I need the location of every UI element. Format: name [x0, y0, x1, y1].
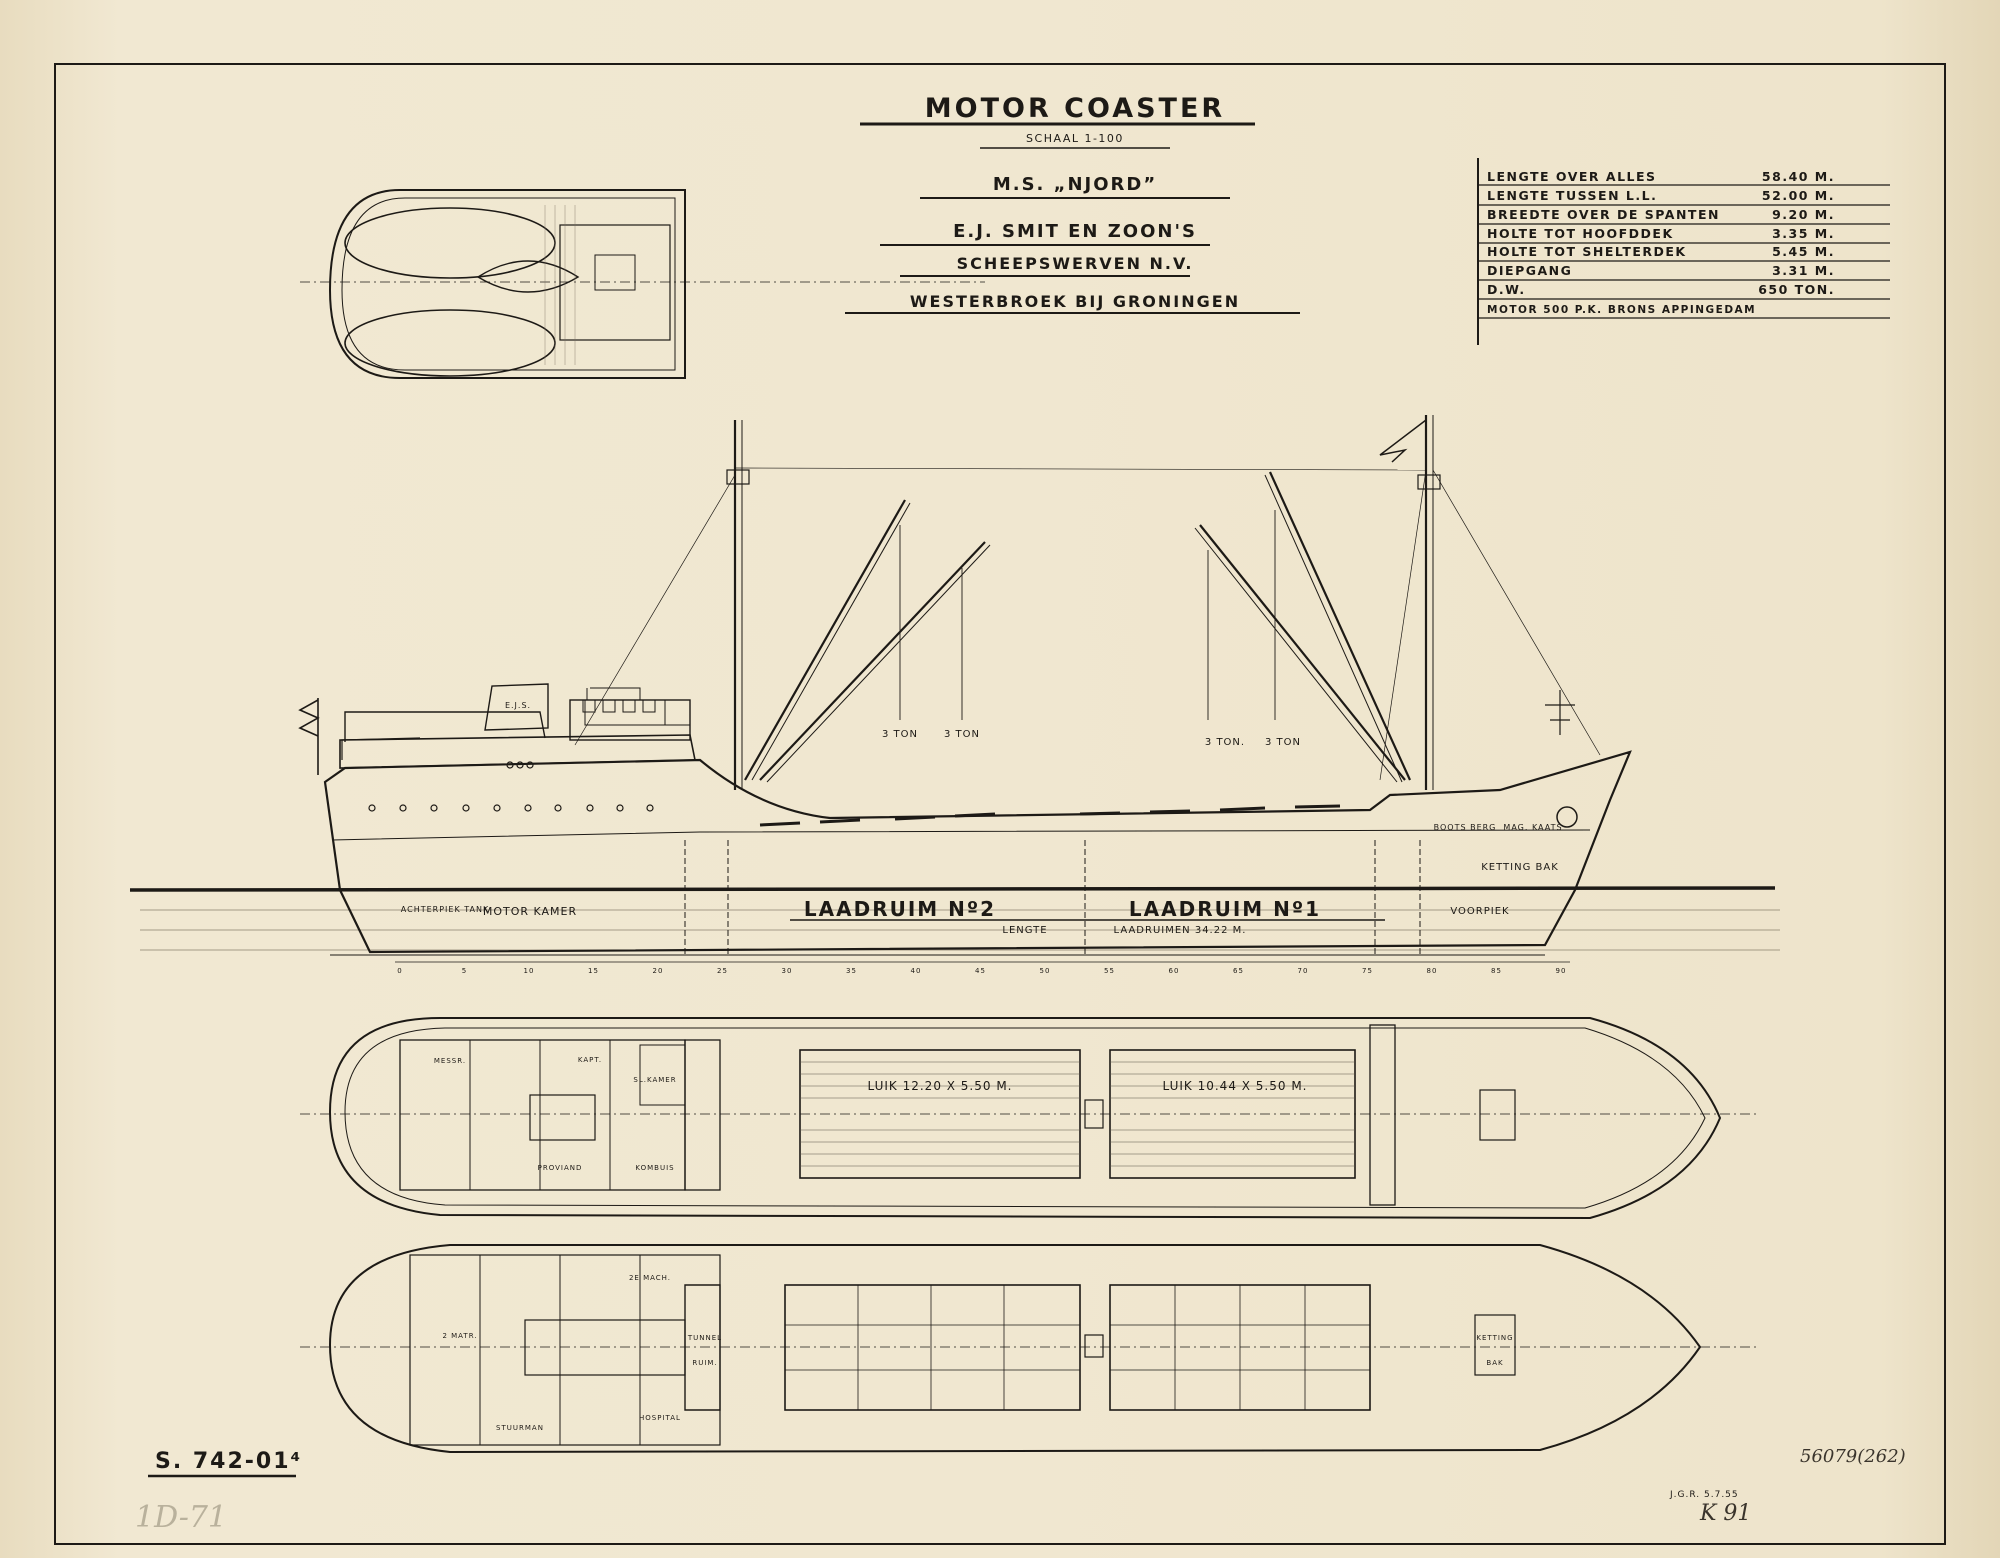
ship-name: M.S. „NJORD” — [993, 174, 1157, 195]
frame-number: 55 — [1104, 967, 1115, 975]
frame-number: 60 — [1169, 967, 1180, 975]
chain-locker-label: KETTING BAK — [1481, 862, 1559, 873]
cargo-hold-2-label: LAADRUIM Nº2 — [804, 897, 996, 921]
lower-deck-plan: TUNNEL RUIM. 2 MATR. STUURMAN 2E MACH. H… — [300, 1244, 1760, 1454]
main-deck-plan: MESSR. KAPT. SL.KAMER PROVIAND KOMBUIS L… — [300, 1017, 1760, 1220]
specifications-table: LENGTE OVER ALLES 58.40 M. LENGTE TUSSEN… — [1477, 158, 1890, 345]
spec-label-6: D.W. — [1487, 282, 1526, 297]
chain-locker-plan-label-2: BAK — [1486, 1359, 1503, 1367]
frame-number: 15 — [588, 967, 599, 975]
steward-label: KOMBUIS — [635, 1164, 674, 1172]
spec-value-6: 650 TON. — [1758, 282, 1835, 297]
frame-number: 90 — [1556, 967, 1567, 975]
tunnel-label: TUNNEL — [687, 1334, 722, 1342]
derrick-capacity-1: 3 TON — [944, 729, 980, 740]
hatch-2-label: LUIK 12.20 X 5.50 M. — [868, 1079, 1013, 1093]
aft-peak-tank-label: ACHTERPIEK TANK — [401, 905, 489, 914]
boatswain-store-label: BOOTS BERG — [1434, 823, 1497, 832]
tunnel-ruim-label: RUIM. — [692, 1359, 717, 1367]
frame-number: 75 — [1362, 967, 1373, 975]
frame-scale: 0 5 10 15 20 25 30 35 40 45 50 55 60 65 70 75 80 85 90 — [395, 961, 1570, 975]
sheet-border — [54, 63, 1946, 1545]
galley-label: KAPT. — [578, 1056, 602, 1064]
engine-room-label: MOTOR KAMER — [483, 905, 577, 918]
drawing-number: S. 742-01⁴ — [155, 1449, 302, 1474]
spec-label-5: DIEPGANG — [1487, 263, 1572, 278]
derrick-capacity-2: 3 TON. — [1205, 737, 1245, 748]
archive-number: 56079(262) — [1800, 1446, 1906, 1467]
drawing-title: MOTOR COASTER — [925, 93, 1225, 124]
frame-number: 25 — [717, 967, 728, 975]
spec-label-4: HOLTE TOT SHELTERDEK — [1487, 244, 1687, 259]
frame-number: 70 — [1298, 967, 1309, 975]
hospital-label: HOSPITAL — [639, 1414, 681, 1422]
hold-length-value: LAADRUIMEN 34.22 M. — [1114, 925, 1247, 936]
frame-number: 65 — [1233, 967, 1244, 975]
drawing-scale: SCHAAL 1-100 — [1026, 132, 1124, 145]
revision-initials: J.G.R. 5.7.55 — [1669, 1490, 1739, 1500]
provision-label: PROVIAND — [538, 1164, 583, 1172]
helmsman-label: STUURMAN — [496, 1424, 544, 1432]
frame-number: 0 — [397, 967, 402, 975]
spec-motor: MOTOR 500 P.K. BRONS APPINGEDAM — [1487, 304, 1756, 316]
shipyard-company: SCHEEPSWERVEN N.V. — [957, 254, 1194, 273]
spec-label-3: HOLTE TOT HOOFDDEK — [1487, 226, 1674, 241]
derrick-capacity-3: 3 TON — [1265, 737, 1301, 748]
shipyard-name: E.J. SMIT EN ZOON'S — [953, 221, 1197, 242]
frame-number: 50 — [1040, 967, 1051, 975]
cabin-label: SL.KAMER — [633, 1076, 676, 1084]
spec-label-0: LENGTE OVER ALLES — [1487, 169, 1657, 184]
frame-number: 80 — [1427, 967, 1438, 975]
funnel-mark: E.J.S. — [505, 701, 531, 710]
forepeak-label: VOORPIEK — [1450, 906, 1509, 917]
derrick-capacity-0: 3 TON — [882, 729, 918, 740]
shipyard-location: WESTERBROEK BIJ GRONINGEN — [910, 292, 1240, 311]
accommodation-labels: MESSR. KAPT. SL.KAMER PROVIAND KOMBUIS — [434, 1056, 676, 1172]
frame-number: 10 — [524, 967, 535, 975]
frame-number: 5 — [462, 967, 467, 975]
frame-number: 30 — [782, 967, 793, 975]
frame-number: 45 — [975, 967, 986, 975]
frame-number: 40 — [911, 967, 922, 975]
mate-cabin-label: 2 MATR. — [442, 1332, 477, 1340]
hatch-1-label: LUIK 10.44 X 5.50 M. — [1163, 1079, 1308, 1093]
hold-length-label: LENGTE — [1002, 925, 1047, 936]
spec-label-1: LENGTE TUSSEN L.L. — [1487, 188, 1657, 203]
spec-value-3: 3.35 M. — [1772, 226, 1835, 241]
frame-number: 85 — [1491, 967, 1502, 975]
messroom-label: MESSR. — [434, 1057, 466, 1065]
spec-value-2: 9.20 M. — [1772, 207, 1835, 222]
bridge-deck-plan — [300, 189, 985, 379]
pencil-mark: 1D-71 — [135, 1500, 227, 1535]
lamp-store-label: MAG. KAATS — [1503, 823, 1562, 832]
spec-value-5: 3.31 M. — [1772, 263, 1835, 278]
archive-code: K 91 — [1699, 1501, 1751, 1526]
spec-value-1: 52.00 M. — [1762, 188, 1835, 203]
spec-label-2: BREEDTE OVER DE SPANTEN — [1487, 207, 1720, 222]
chain-locker-plan-label: KETTING — [1476, 1334, 1513, 1342]
frame-number: 20 — [653, 967, 664, 975]
spec-value-0: 58.40 M. — [1762, 169, 1835, 184]
spec-value-4: 5.45 M. — [1772, 244, 1835, 259]
engineer-label: 2E MACH. — [629, 1274, 671, 1282]
frame-number: 35 — [846, 967, 857, 975]
cargo-hold-1-label: LAADRUIM Nº1 — [1129, 897, 1321, 921]
ship-profile-elevation: E.J.S. — [129, 415, 1780, 975]
